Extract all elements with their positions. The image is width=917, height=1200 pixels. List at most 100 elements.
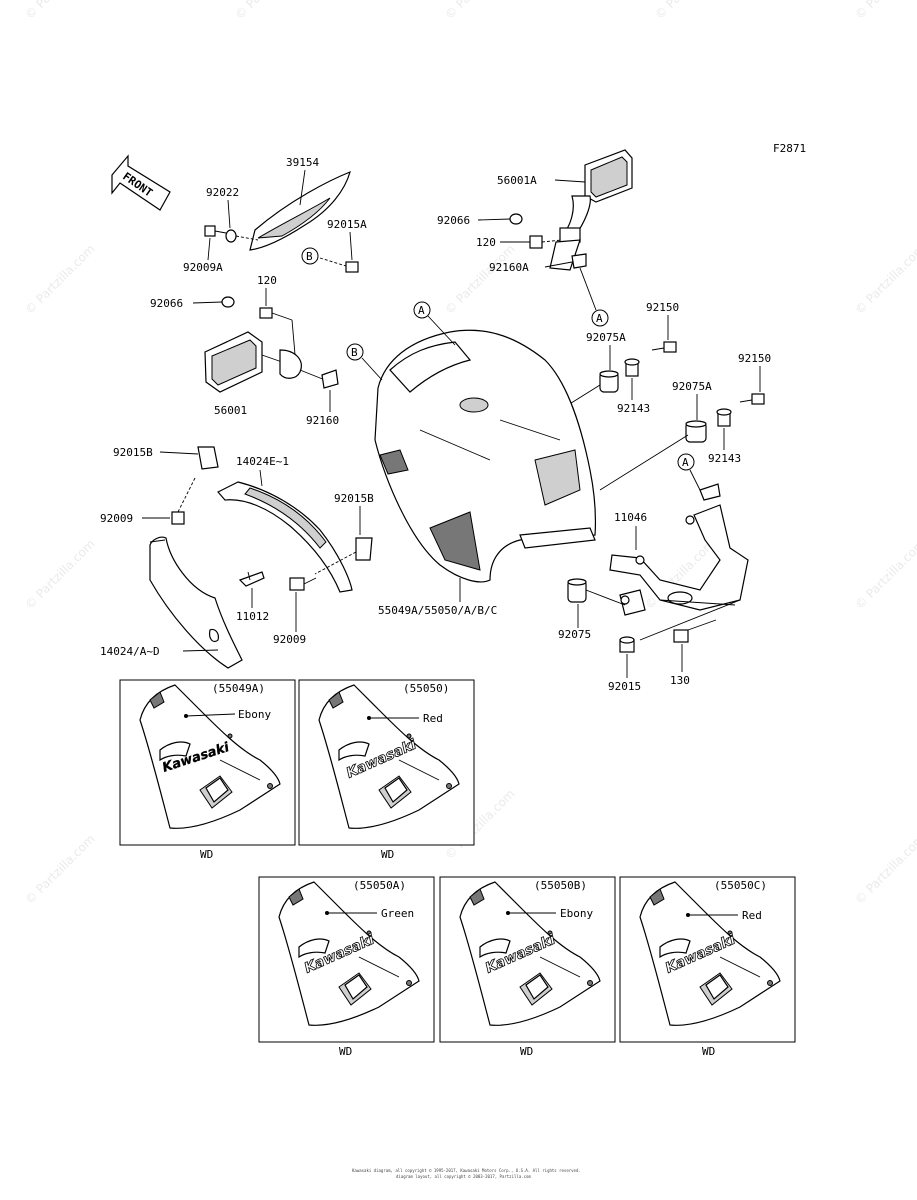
part-label: 14024/A~D (100, 645, 160, 658)
variant-box: (55050A) Green Kawasaki WD (258, 876, 435, 1058)
mirror-right (549, 149, 633, 271)
variant-color: Red (742, 909, 762, 922)
nut-icon (619, 636, 635, 653)
grommet-icon (221, 296, 235, 308)
part-label: 92022 (206, 186, 239, 199)
screw-icon (204, 225, 227, 237)
inner-panel-14024E (217, 481, 353, 593)
variant-market: WD (520, 1045, 533, 1058)
part-label: 39154 (286, 156, 319, 169)
part-label: 92160A (489, 261, 529, 274)
part-label: 130 (670, 674, 690, 687)
callout-letter: A (596, 312, 603, 325)
variant-color: Ebony (560, 907, 593, 920)
front-arrow-icon: FRONT (111, 154, 171, 211)
part-label: 92075A (672, 380, 712, 393)
stay-bracket-11046 (609, 483, 749, 616)
footer-copyright: Kawasaki diagram, all copyright © 1995-2… (352, 1168, 581, 1173)
variant-box: (55050C) Red Kawasaki WD (619, 876, 796, 1058)
bolt-icon (673, 619, 717, 643)
part-label: 120 (476, 236, 496, 249)
callout-a (677, 453, 695, 471)
part-label: 92015 (608, 680, 641, 693)
part-label: 92075 (558, 628, 591, 641)
variant-code: (55050C) (714, 879, 767, 892)
variant-code: (55050B) (534, 879, 587, 892)
callout-b (346, 343, 364, 361)
variant-market: WD (200, 848, 213, 861)
bracket-11012 (238, 571, 265, 587)
variant-box: (55049A) Ebony Kawasaki WD (119, 679, 296, 861)
part-label: 56001A (497, 174, 537, 187)
part-label: 92009 (273, 633, 306, 646)
part-label: 56001 (214, 404, 247, 417)
lower-panel-14024 (149, 536, 243, 669)
screw-icon (171, 511, 185, 525)
screw-icon (289, 577, 317, 591)
collar-icon (716, 408, 732, 427)
part-label: 55049A/55050/A/B/C (378, 604, 497, 617)
watermark-text: © Partzilla.com (232, 0, 307, 22)
variant-market: WD (339, 1045, 352, 1058)
variant-color: Red (423, 712, 443, 725)
callout-a (591, 309, 609, 327)
bolt-icon (739, 393, 765, 405)
bolt-icon (259, 307, 273, 319)
nut-clip-icon (197, 446, 219, 470)
variant-color: Green (381, 907, 414, 920)
part-label: 92075A (586, 331, 626, 344)
watermark-text: © Partzilla.com (852, 242, 917, 317)
watermark-text: © Partzilla.com (22, 0, 97, 22)
part-label: 92160 (306, 414, 339, 427)
part-label: 92143 (617, 402, 650, 415)
grommet-icon (685, 420, 707, 443)
side-panel-39154 (249, 169, 351, 251)
nut-icon (345, 261, 359, 273)
watermark-text: © Partzilla.com (442, 242, 517, 317)
watermark-text: © Partzilla.com (22, 242, 97, 317)
collar-icon (624, 358, 640, 377)
watermark-text: © Partzilla.com (22, 537, 97, 612)
variant-code: (55049A) (212, 682, 265, 695)
part-label: 92066 (150, 297, 183, 310)
part-label: 92015B (113, 446, 153, 459)
footer-layout: diagram layout, all copyright © 2003-201… (396, 1174, 531, 1179)
watermark-text: © Partzilla.com (852, 832, 917, 907)
callout-a (413, 301, 431, 319)
watermark-text: © Partzilla.com (852, 0, 917, 22)
callout-b (301, 247, 319, 265)
upper-cowl (374, 329, 597, 583)
gasket-icon (321, 369, 339, 389)
callout-letter: A (682, 456, 689, 469)
grommet-icon (599, 370, 619, 393)
part-label: 92150 (738, 352, 771, 365)
variant-box: (55050) Red Kawasaki WD (298, 679, 475, 861)
part-label: 11046 (614, 511, 647, 524)
variant-code: (55050A) (353, 879, 406, 892)
nut-clip-icon (355, 537, 373, 561)
part-label: 92015B (334, 492, 374, 505)
mirror-left (204, 331, 302, 393)
part-label: 92150 (646, 301, 679, 314)
watermark-text: © Partzilla.com (442, 0, 517, 22)
figure-code: F2871 (773, 142, 806, 155)
variant-market: WD (381, 848, 394, 861)
part-label: 92143 (708, 452, 741, 465)
bolt-icon (651, 341, 677, 353)
part-label: 92066 (437, 214, 470, 227)
part-label: 92009A (183, 261, 223, 274)
watermark-text: © Partzilla.com (22, 832, 97, 907)
grommet-icon (509, 213, 523, 225)
gasket-icon (571, 253, 587, 269)
variant-market: WD (702, 1045, 715, 1058)
part-label: 120 (257, 274, 277, 287)
watermark-text: © Partzilla.com (652, 0, 727, 22)
callout-letter: B (351, 346, 358, 359)
callout-letter: B (306, 250, 313, 263)
variant-color: Ebony (238, 708, 271, 721)
part-label: 14024E~1 (236, 455, 289, 468)
part-label: 92015A (327, 218, 367, 231)
washer-icon (225, 229, 237, 243)
watermark-text: © Partzilla.com (852, 537, 917, 612)
